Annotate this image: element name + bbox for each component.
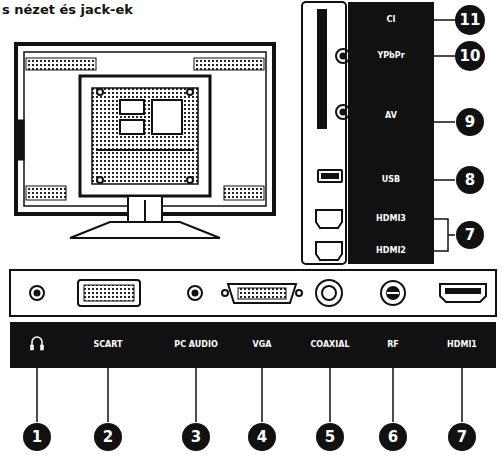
bottom-leader-lines bbox=[37, 368, 462, 422]
callout-number: 7 bbox=[456, 221, 484, 249]
callout-text: 6 bbox=[388, 430, 398, 445]
callout-number: 8 bbox=[456, 166, 484, 194]
port-name: COAXIAL bbox=[310, 341, 349, 349]
port-name: HDMI1 bbox=[447, 341, 477, 349]
side-leader-lines bbox=[434, 20, 455, 251]
port-name: YPbPr bbox=[377, 52, 404, 60]
callout-number: 1 bbox=[23, 423, 51, 451]
callout-text: 3 bbox=[191, 430, 201, 445]
bottom-port-panel bbox=[10, 270, 496, 316]
port-name: SCART bbox=[93, 341, 122, 349]
callout-text: 8 bbox=[465, 173, 475, 188]
callout-number: 6 bbox=[379, 423, 407, 451]
port-name: CI bbox=[387, 16, 396, 24]
callout-text: 5 bbox=[325, 430, 335, 445]
callout-number: 3 bbox=[182, 423, 210, 451]
callout-number: 7 bbox=[448, 423, 476, 451]
callout-number: 9 bbox=[456, 108, 484, 136]
callout-number: 4 bbox=[248, 423, 276, 451]
callout-text: 7 bbox=[465, 228, 475, 243]
bottom-label-strip bbox=[10, 322, 496, 368]
tv-stand bbox=[70, 196, 220, 238]
port-name: HDMI2 bbox=[376, 247, 406, 255]
callout-number: 2 bbox=[94, 423, 122, 451]
port-name: RF bbox=[387, 341, 399, 349]
page-title: s nézet és jack-ek bbox=[2, 3, 133, 16]
port-name: VGA bbox=[253, 341, 272, 349]
callout-text: 9 bbox=[465, 115, 475, 130]
port-name: AV bbox=[385, 112, 397, 120]
port-name: PC AUDIO bbox=[174, 341, 217, 349]
port-name: HDMI3 bbox=[376, 215, 406, 223]
side-port-panel bbox=[302, 2, 350, 264]
callout-text: 2 bbox=[103, 430, 113, 445]
callout-number: 10 bbox=[455, 41, 486, 72]
callout-number: 11 bbox=[455, 5, 486, 36]
callout-number: 5 bbox=[316, 423, 344, 451]
tv-back bbox=[16, 44, 274, 214]
callout-text: 11 bbox=[460, 13, 481, 28]
side-label-strip bbox=[348, 2, 434, 264]
port-name: USB bbox=[382, 176, 400, 184]
callout-text: 1 bbox=[32, 430, 42, 445]
callout-text: 7 bbox=[457, 430, 467, 445]
callout-text: 4 bbox=[257, 430, 267, 445]
callout-text: 10 bbox=[460, 49, 481, 64]
headphone-symbol bbox=[31, 337, 44, 350]
